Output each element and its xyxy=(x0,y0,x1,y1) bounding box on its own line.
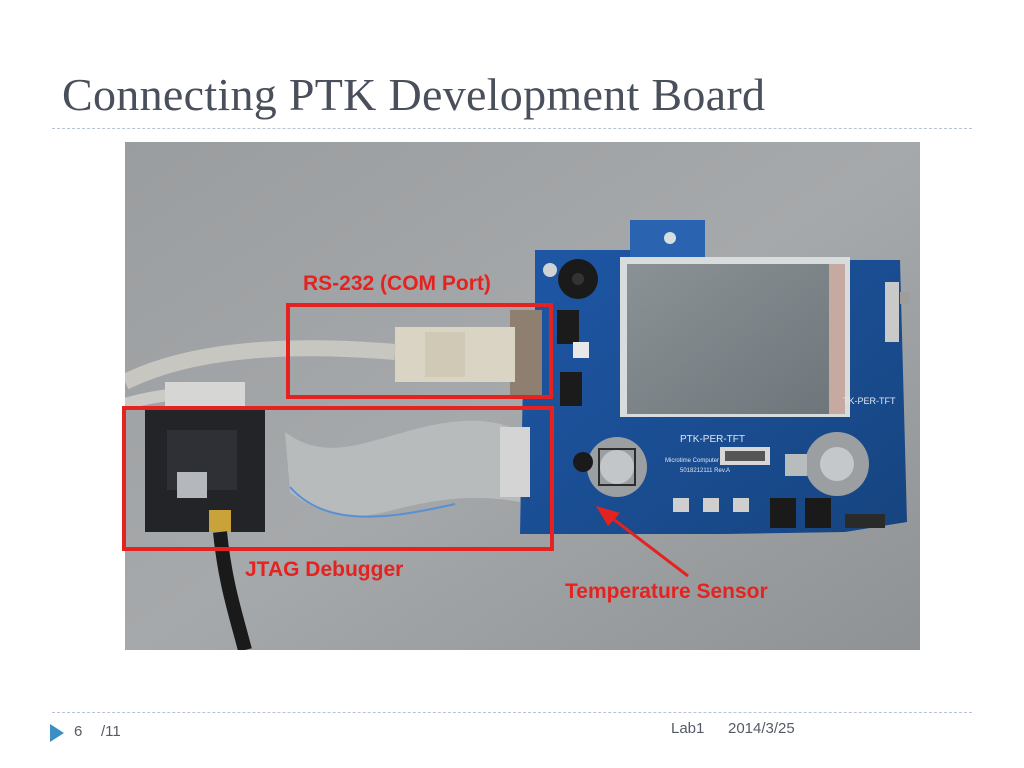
jtag-callout-label: JTAG Debugger xyxy=(245,558,404,581)
footer-divider xyxy=(52,712,972,713)
rs232-callout-box xyxy=(286,303,553,399)
title-divider xyxy=(52,128,972,129)
slide-title: Connecting PTK Development Board xyxy=(62,69,766,120)
page-total: /11 xyxy=(101,723,121,740)
rs232-callout-label: RS-232 (COM Port) xyxy=(303,272,491,295)
ribbon-cable xyxy=(285,420,520,516)
temperature-callout-label: Temperature Sensor xyxy=(565,580,768,603)
board-maker-text: Microtime Computer Inc. © 2012 xyxy=(665,457,752,464)
board-photo: TK-PER-TFT PTK-PER-TFT Microtime Compute… xyxy=(125,142,920,650)
db9-connector xyxy=(510,310,542,395)
temperature-callout-arrow xyxy=(607,513,689,578)
jtag-callout-box xyxy=(122,406,554,551)
lcd-screen xyxy=(627,264,829,414)
page-number: 6 xyxy=(74,723,83,740)
board-serial-text: 5018212111 Rev.A xyxy=(680,468,730,474)
serial-cable xyxy=(125,340,396,390)
board-photo-drawing: TK-PER-TFT PTK-PER-TFT Microtime Compute… xyxy=(125,142,920,650)
temperature-callout-arrowhead xyxy=(596,506,620,526)
triangle-right-icon xyxy=(50,724,64,742)
board-label: PTK-PER-TFT xyxy=(680,434,745,445)
board-side-label: TK-PER-TFT xyxy=(843,396,896,406)
footer-date: 2014/3/25 xyxy=(728,720,795,737)
footer-lab: Lab1 xyxy=(671,720,705,737)
